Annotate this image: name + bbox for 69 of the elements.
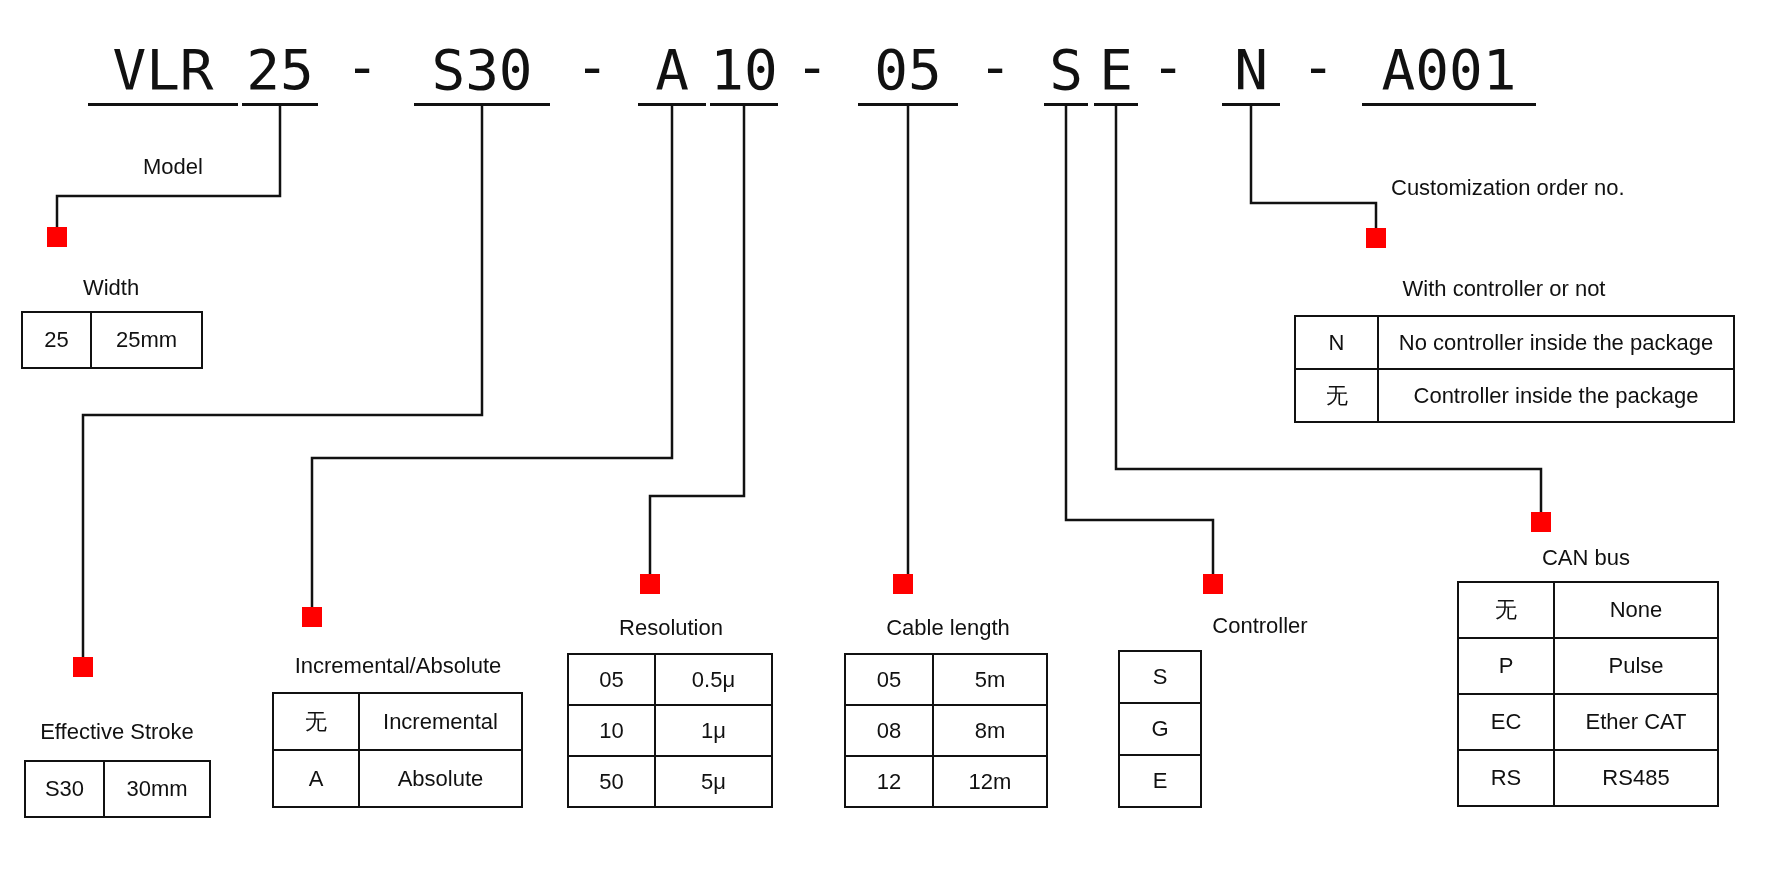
code-cell: E [1118,754,1202,808]
code-segment: N [1222,30,1280,106]
value-cell: 5m [932,653,1048,706]
marker-square [1203,574,1223,594]
code-segment: A001 [1362,30,1536,106]
value-cell: RS485 [1553,749,1719,807]
leader-line [1249,106,1378,228]
leader-line [81,106,484,657]
code-segment: VLR [88,30,238,106]
code-cell: 12 [844,755,934,808]
marker-square [640,574,660,594]
code-cell: N [1294,315,1379,370]
value-cell: 25mm [90,311,203,369]
code-cell: 无 [1294,368,1379,423]
value-cell: 5μ [654,755,773,808]
code-segment: 05 [858,30,958,106]
leader-line [906,106,910,574]
table-heading: Controller [1212,613,1308,639]
separator-dash: - [1151,33,1185,99]
value-cell: Incremental [358,692,523,751]
leader-line [310,106,674,607]
separator-dash: - [795,33,829,99]
table-heading: Width [82,275,140,301]
code-cell: 无 [272,692,360,751]
leader-line [1064,106,1215,574]
table-heading: CAN bus [1542,545,1630,571]
code-segment: 25 [242,30,318,106]
marker-square [893,574,913,594]
value-cell: None [1553,581,1719,639]
code-cell: G [1118,702,1202,756]
marker-square [1366,228,1386,248]
value-cell: Absolute [358,749,523,808]
value-cell: 30mm [103,760,211,818]
leader-line [1114,106,1543,512]
leader-line [55,106,282,227]
code-cell: 05 [844,653,934,706]
value-cell: Controller inside the package [1377,368,1735,423]
table-heading: With controller or not [1402,276,1606,302]
leader-line [648,106,746,574]
field-label: Customization order no. [1391,175,1625,201]
code-cell: 50 [567,755,656,808]
separator-dash: - [345,33,379,99]
separator-dash: - [978,33,1012,99]
value-cell: 12m [932,755,1048,808]
code-cell: S30 [24,760,105,818]
table-heading: Incremental/Absolute [294,653,502,679]
code-cell: S [1118,650,1202,704]
code-segment: A [638,30,706,106]
marker-square [73,657,93,677]
code-segment: S [1044,30,1088,106]
separator-dash: - [575,33,609,99]
table-heading: Resolution [619,615,723,641]
code-cell: 25 [21,311,92,369]
table-heading: Effective Stroke [40,719,194,745]
marker-square [1531,512,1551,532]
value-cell: No controller inside the package [1377,315,1735,370]
code-segment: S30 [414,30,550,106]
code-cell: 05 [567,653,656,706]
separator-dash: - [1301,33,1335,99]
table-heading: Cable length [886,615,1010,641]
marker-square [47,227,67,247]
marker-square [302,607,322,627]
code-cell: RS [1457,749,1555,807]
code-segment: E [1094,30,1138,106]
value-cell: 0.5μ [654,653,773,706]
code-segment: 10 [710,30,778,106]
field-label: Model [143,154,203,180]
code-cell: A [272,749,360,808]
code-cell: 无 [1457,581,1555,639]
